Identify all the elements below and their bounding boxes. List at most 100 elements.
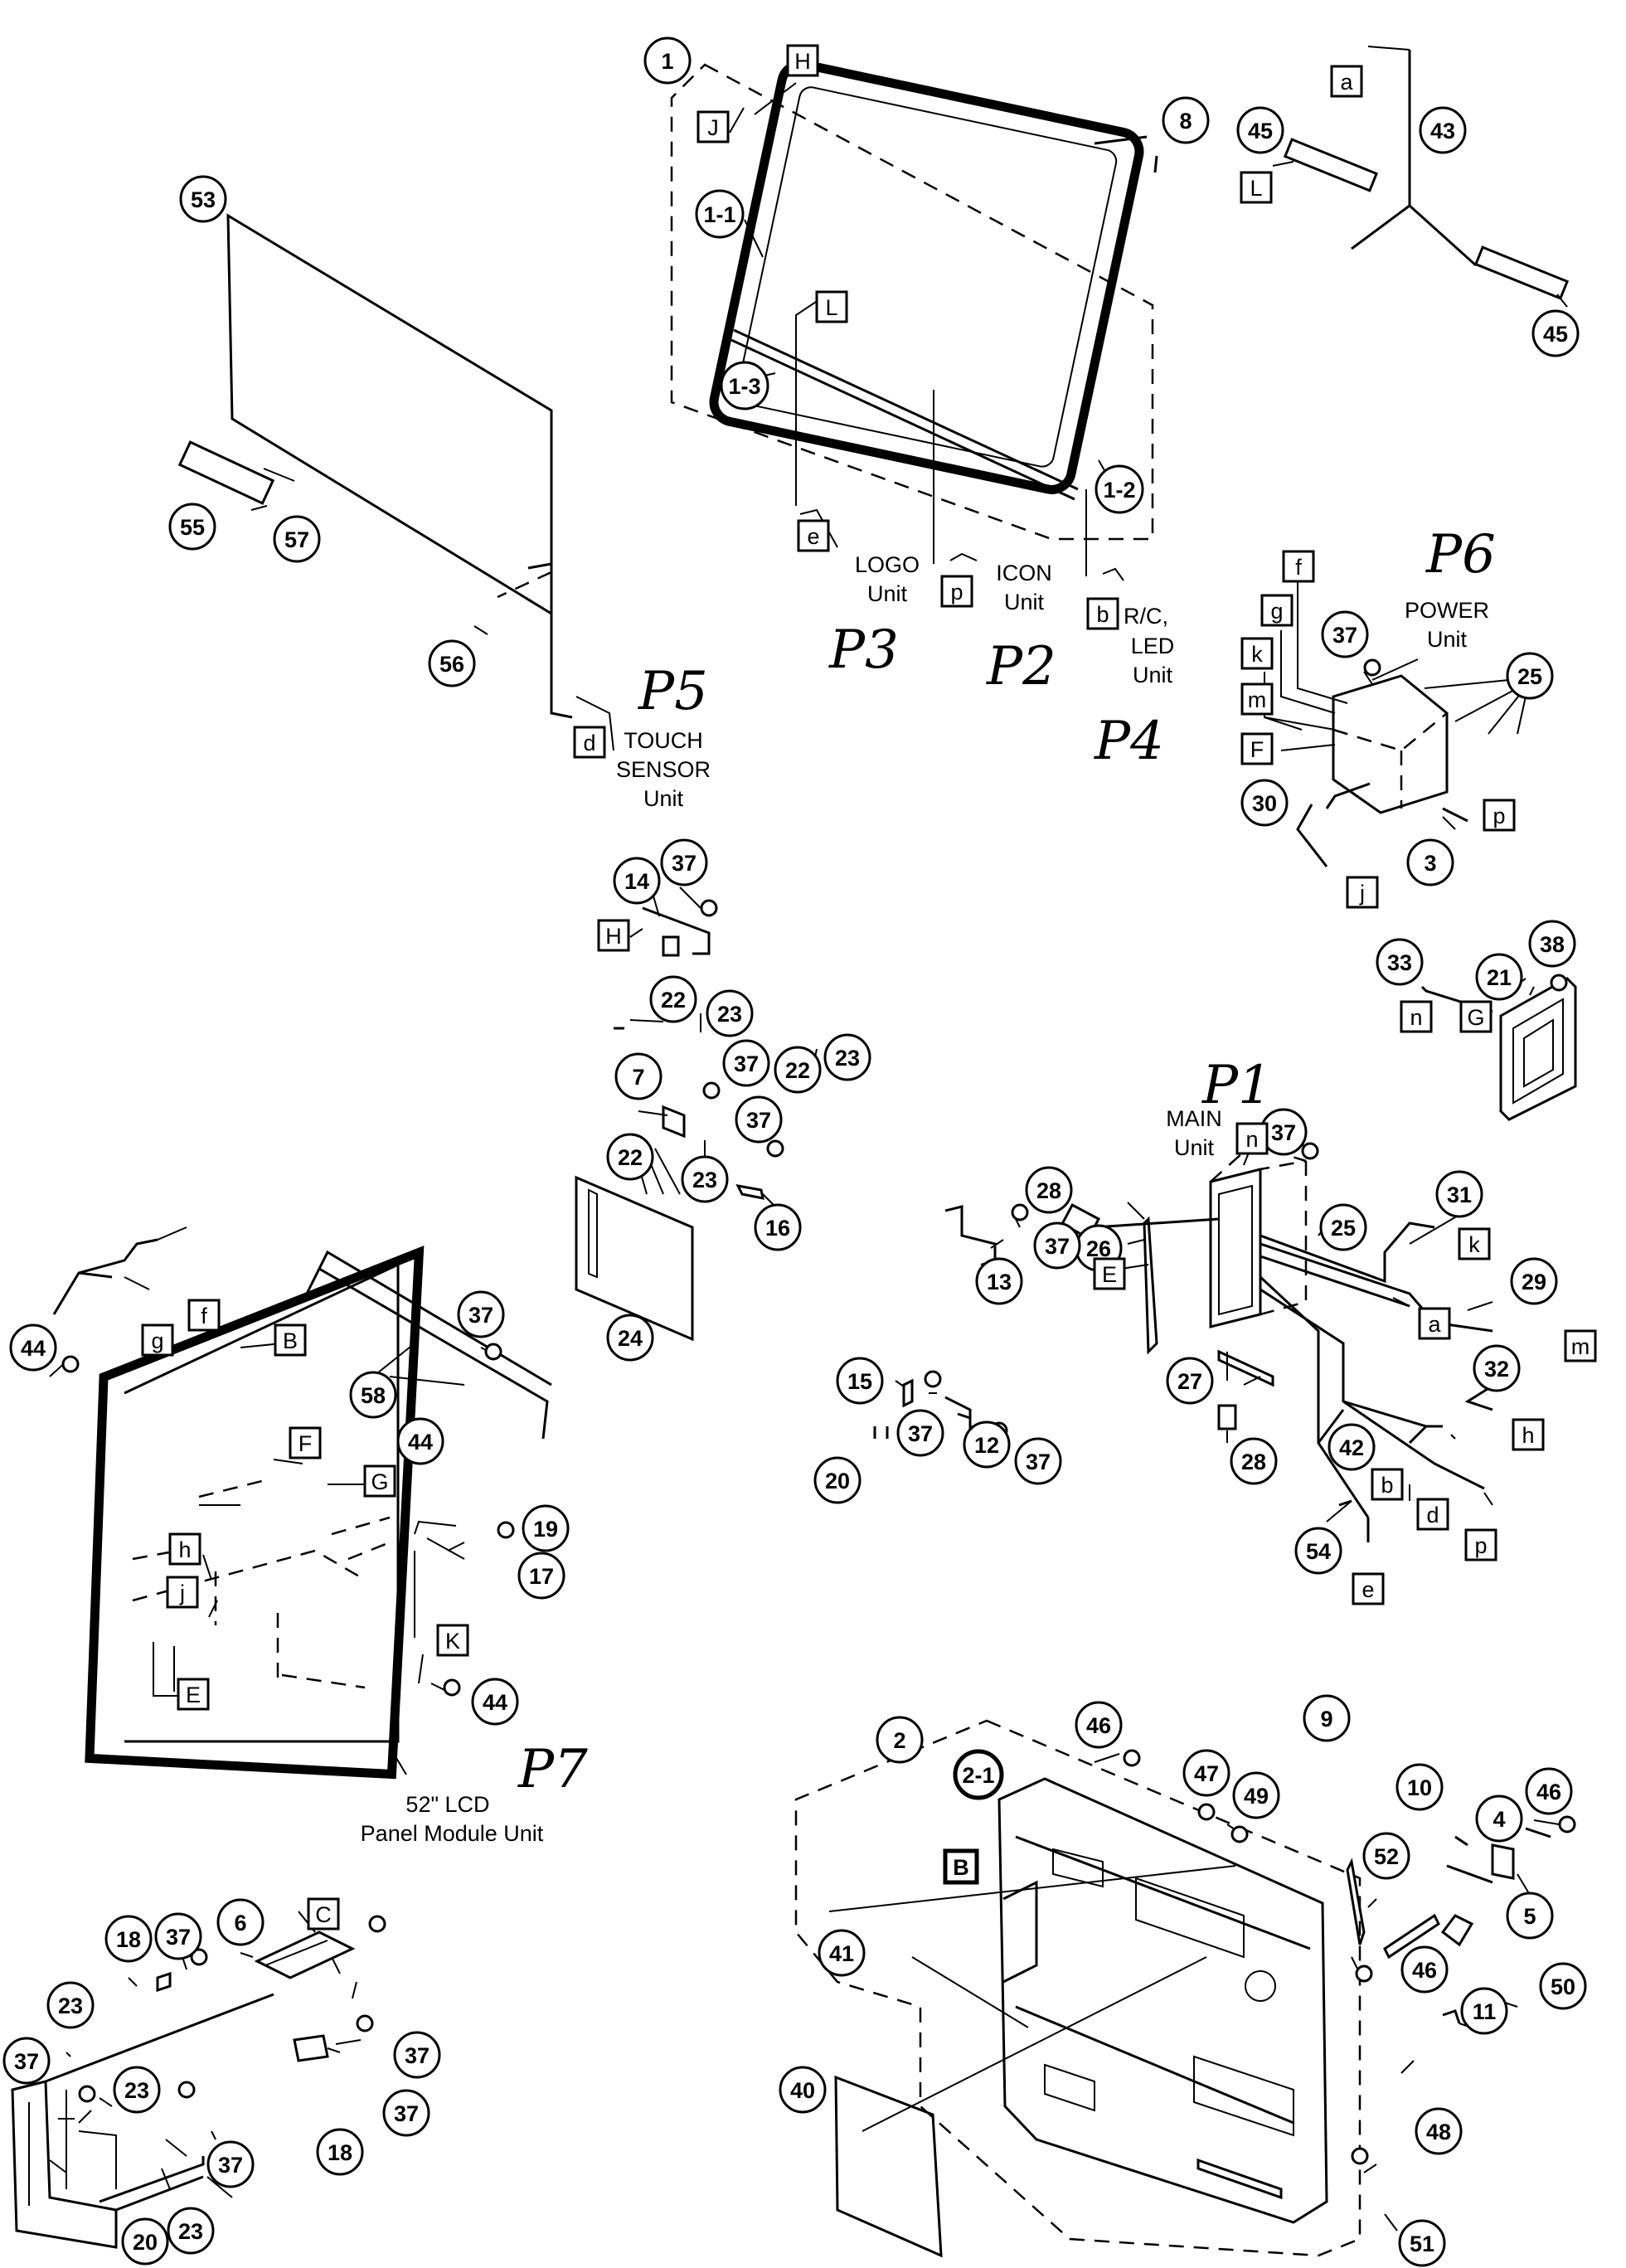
- callout-bubble: 5: [1506, 1892, 1554, 1940]
- svg-text:58: 58: [361, 1383, 386, 1408]
- svg-text:n: n: [1245, 1127, 1258, 1152]
- callout-bubble: 41: [818, 1929, 866, 1977]
- callout-bubble: 23: [46, 1981, 95, 2029]
- connector-box: b: [1371, 1468, 1404, 1501]
- callout-bubble: 10: [1395, 1763, 1444, 1811]
- svg-text:51: 51: [1410, 2232, 1434, 2256]
- handwritten-markers: P1 P2 P3 P4 P5 P6 P7: [517, 524, 1496, 1800]
- svg-text:44: 44: [408, 1430, 433, 1455]
- callout-bubble: 55: [168, 503, 216, 551]
- svg-text:H: H: [794, 49, 811, 74]
- svg-text:f: f: [1295, 555, 1302, 580]
- svg-text:2: 2: [893, 1728, 905, 1753]
- svg-text:15: 15: [847, 1369, 872, 1394]
- caption-touch-sensor-2: SENSOR: [616, 757, 711, 782]
- callout-bubble: 1-1: [695, 189, 745, 239]
- connector-box: B: [274, 1323, 307, 1357]
- callout-bubble: 42: [1327, 1423, 1376, 1471]
- callout-bubble: 37: [2, 2037, 51, 2085]
- callout-bubble: 27: [1166, 1357, 1214, 1405]
- svg-text:4: 4: [1493, 1807, 1505, 1832]
- callout-bubble: 28: [1230, 1437, 1278, 1485]
- svg-text:F: F: [299, 1431, 313, 1456]
- svg-text:g: g: [1270, 599, 1283, 624]
- svg-text:5: 5: [1523, 1904, 1536, 1929]
- svg-text:H: H: [605, 924, 622, 949]
- callout-bubble: 24: [606, 1314, 654, 1362]
- callout-bubble: 58: [349, 1371, 397, 1419]
- callout-bubble: 37: [1260, 1108, 1308, 1156]
- svg-text:g: g: [151, 1328, 163, 1353]
- connector-box: G: [1459, 1000, 1493, 1033]
- main-unit-board: [1209, 1143, 1308, 1328]
- svg-text:31: 31: [1447, 1183, 1472, 1207]
- svg-text:9: 9: [1320, 1707, 1332, 1731]
- callout-bubble: 45: [1531, 309, 1580, 357]
- svg-text:32: 32: [1484, 1357, 1509, 1382]
- connector-box: H: [597, 919, 630, 952]
- svg-text:17: 17: [529, 1564, 554, 1589]
- callout-bubble: 37: [382, 2089, 430, 2137]
- callout-bubble: 37: [206, 2140, 255, 2188]
- svg-text:49: 49: [1244, 1784, 1269, 1809]
- svg-text:37: 37: [1045, 1234, 1070, 1259]
- svg-text:23: 23: [692, 1168, 717, 1192]
- svg-text:30: 30: [1252, 791, 1277, 816]
- front-bezel: [709, 59, 1144, 494]
- callout-bubble: 8: [1162, 96, 1210, 144]
- svg-text:1-2: 1-2: [1103, 478, 1135, 503]
- connector-box: E: [177, 1678, 210, 1711]
- connector-box: j: [1346, 876, 1379, 909]
- svg-text:27: 27: [1177, 1369, 1202, 1394]
- svg-text:53: 53: [191, 187, 216, 212]
- connector-box: f: [1282, 550, 1315, 583]
- svg-text:12: 12: [974, 1433, 999, 1458]
- callout-bubble: 37: [735, 1095, 783, 1144]
- callout-bubble: 20: [813, 1456, 862, 1504]
- svg-text:46: 46: [1536, 1780, 1561, 1804]
- callout-bubble: 18: [316, 2128, 364, 2176]
- callout-bubble: 44: [471, 1678, 519, 1726]
- svg-text:J: J: [707, 115, 719, 140]
- shield-plate: [575, 1175, 694, 1342]
- svg-text:37: 37: [1026, 1450, 1051, 1474]
- callout-bubble: 22: [606, 1133, 654, 1181]
- svg-text:44: 44: [21, 1336, 46, 1361]
- svg-text:23: 23: [835, 1046, 860, 1071]
- marker-p7: P7: [517, 1739, 588, 1800]
- connector-box: n: [1400, 1000, 1433, 1033]
- svg-text:37: 37: [1332, 623, 1357, 648]
- connector-letter-boxes: H J L e p b a L d f g k m F p j H n G n …: [141, 44, 1597, 1930]
- svg-text:m: m: [1248, 687, 1267, 712]
- connector-box: G: [363, 1464, 396, 1498]
- caption-icon-unit-2: Unit: [1004, 590, 1045, 614]
- svg-text:p: p: [1493, 804, 1505, 828]
- callout-bubbles: 1 1-1 1-3 1-2 8 45 43 45 53 55 57 56 37 …: [2, 36, 1587, 2267]
- callout-bubble: 23: [823, 1033, 871, 1081]
- caption-rc-led-unit-1: R/C,: [1124, 604, 1168, 629]
- svg-text:G: G: [1467, 1005, 1484, 1030]
- svg-text:B: B: [283, 1328, 298, 1353]
- svg-text:20: 20: [133, 2230, 158, 2255]
- svg-text:E: E: [1102, 1262, 1117, 1287]
- callout-bubble: 30: [1240, 779, 1289, 827]
- svg-text:16: 16: [765, 1216, 790, 1241]
- caption-lcd-panel-1: 52" LCD: [405, 1792, 489, 1817]
- connector-box: e: [1352, 1572, 1385, 1605]
- marker-p3: P3: [828, 619, 899, 681]
- svg-text:24: 24: [618, 1326, 643, 1351]
- svg-text:33: 33: [1387, 950, 1412, 975]
- svg-text:19: 19: [533, 1517, 558, 1542]
- svg-text:45: 45: [1248, 119, 1273, 143]
- callout-bubble: 23: [167, 2207, 215, 2255]
- svg-text:37: 37: [14, 2049, 39, 2074]
- svg-text:3: 3: [1424, 851, 1436, 876]
- caption-touch-sensor-3: Unit: [643, 786, 684, 811]
- caption-logo-unit-2: Unit: [867, 581, 908, 606]
- callout-bubble: 1-2: [1095, 464, 1144, 514]
- svg-text:L: L: [825, 295, 837, 320]
- svg-text:f: f: [201, 1304, 207, 1328]
- callout-bubble: 3: [1406, 838, 1454, 886]
- callout-bubble: 22: [774, 1046, 822, 1094]
- svg-text:18: 18: [116, 1927, 141, 1952]
